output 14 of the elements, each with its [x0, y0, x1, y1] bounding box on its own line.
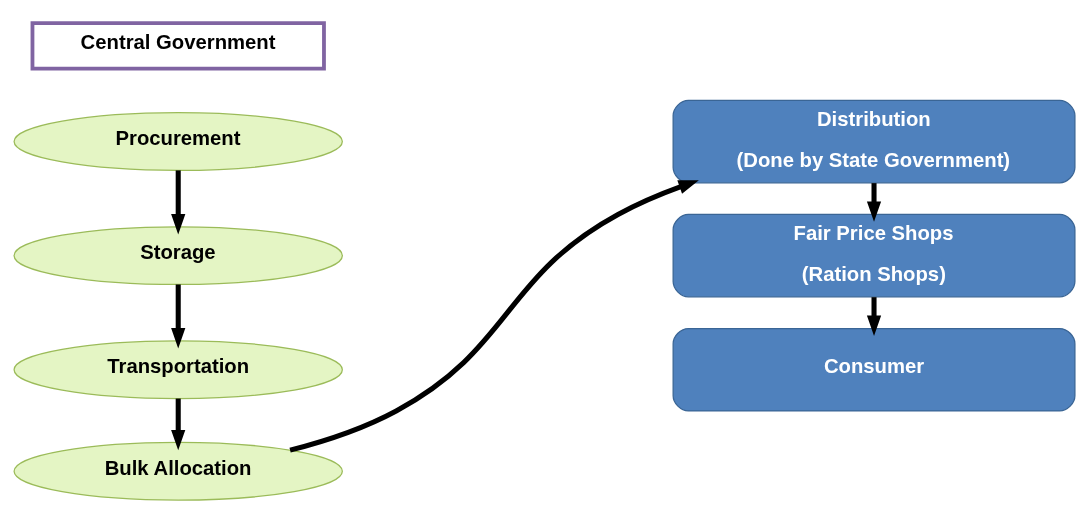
node-ellipse: Bulk Allocation: [13, 441, 343, 501]
arrow: [289, 180, 699, 453]
arrow: [171, 170, 186, 235]
node-box: Consumer: [672, 327, 1076, 412]
arrow: [171, 284, 186, 349]
node-ellipse: Storage: [13, 226, 343, 286]
arrow: [171, 398, 186, 451]
arrow: [866, 183, 882, 222]
node-box: Distribution (Done by State Government): [672, 99, 1076, 184]
node-ellipse: Transportation: [13, 340, 343, 400]
arrow: [866, 297, 882, 336]
node-ellipse: Procurement: [13, 112, 343, 172]
node-box: Central Government: [30, 21, 326, 71]
node-box: Fair Price Shops (Ration Shops): [672, 213, 1076, 298]
